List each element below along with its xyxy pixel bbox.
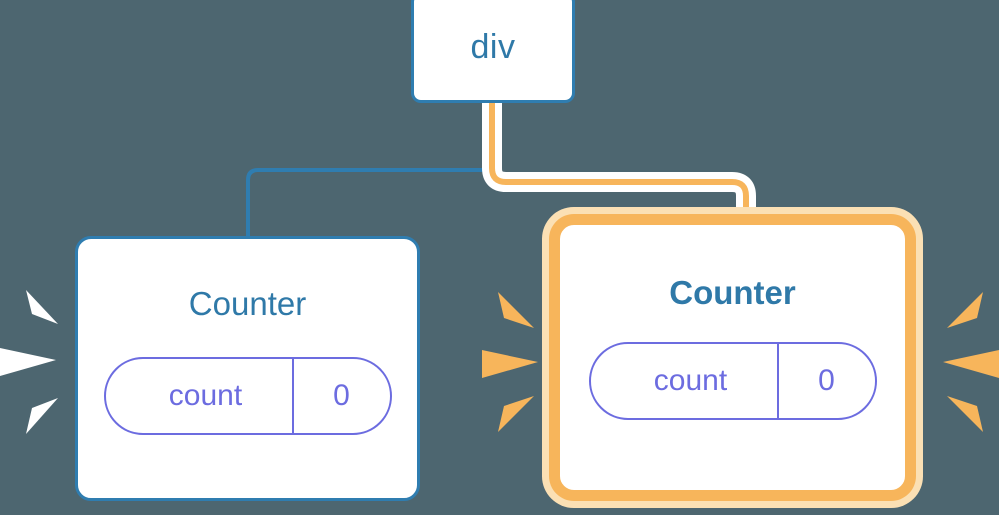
edge-div-to-counter-left	[246, 101, 494, 240]
node-counter-left-label: Counter	[188, 285, 307, 322]
edge-div-to-counter-right	[489, 97, 749, 241]
state-key: count	[168, 379, 243, 412]
node-counter-left[interactable]: Counter count 0	[75, 236, 420, 501]
burst-counter-right-right	[943, 292, 999, 432]
node-counter-right-label: Counter	[669, 274, 796, 311]
state-pill-counter-left: count 0	[103, 357, 392, 435]
state-pill-counter-right: count 0	[588, 342, 877, 420]
burst-counter-right-left	[482, 292, 538, 432]
node-div-label: div	[470, 28, 516, 66]
node-div[interactable]: div	[411, 0, 575, 103]
state-key: count	[653, 364, 728, 397]
node-counter-right[interactable]: Counter count 0	[560, 225, 905, 490]
state-value: 0	[776, 344, 875, 418]
edge-div-to-counter-right-halo	[482, 90, 756, 248]
burst-counter-left	[0, 290, 58, 434]
state-value: 0	[291, 359, 390, 433]
